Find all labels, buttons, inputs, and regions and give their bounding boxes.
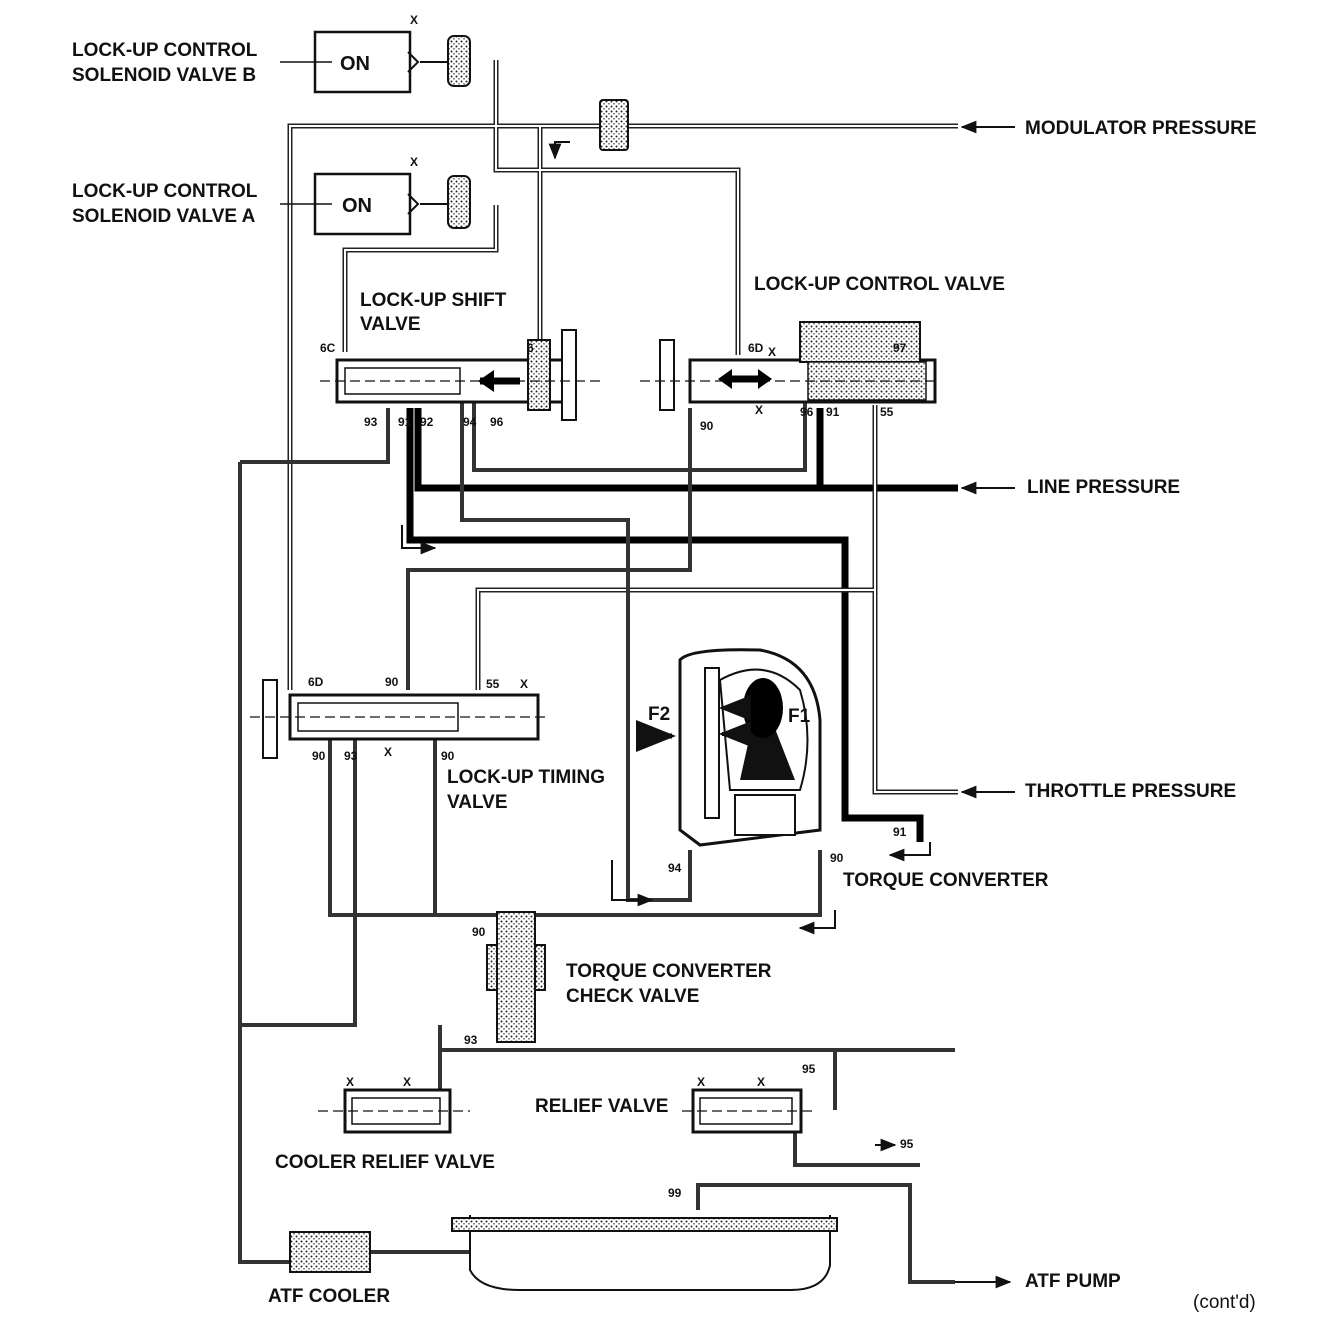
tc-check-valve-label-line2: CHECK VALVE [566, 986, 699, 1007]
relief-valve [682, 1088, 815, 1134]
line-pressure-label: LINE PRESSURE [1027, 477, 1180, 498]
port-label: 6 [527, 341, 534, 355]
exhaust-x: X [410, 13, 418, 27]
port-label: 91 [398, 415, 412, 429]
atf-cooler-label: ATF COOLER [268, 1286, 390, 1307]
lockup-control-valve [640, 321, 940, 411]
port-numbers: 6C 6 93 91 92 94 96 6D 97 90 96 91 55 6D… [308, 341, 914, 1200]
exhaust-x: X [520, 677, 528, 691]
relief-valve-label: RELIEF VALVE [535, 1096, 668, 1117]
torque-converter-check-valve [486, 911, 546, 1043]
throttle-pressure-label: THROTTLE PRESSURE [1025, 781, 1236, 802]
f2-label: F2 [648, 704, 670, 725]
exhaust-x: X [697, 1075, 705, 1089]
solenoid-valve-b [280, 30, 471, 94]
port-label: 90 [472, 925, 486, 939]
exhaust-x: X [384, 745, 392, 759]
port-label: 6C [320, 341, 336, 355]
torque-converter [636, 648, 822, 847]
solenoid-a-label-line1: LOCK-UP CONTROL [72, 181, 258, 202]
port-label: 6D [308, 675, 324, 689]
modulator-check-valve [599, 99, 629, 151]
port-label: 96 [490, 415, 504, 429]
lockup-shift-valve-label-line1: LOCK-UP SHIFT [360, 290, 507, 311]
cooler-relief-valve-label: COOLER RELIEF VALVE [275, 1152, 495, 1173]
exhaust-markers: X X X X X X X X X X [346, 13, 776, 1089]
solenoid-b-state: ON [340, 53, 370, 75]
tc-check-valve-label-line1: TORQUE CONVERTER [566, 961, 772, 982]
port-label: 97 [893, 341, 907, 355]
solenoid-valve-a [280, 172, 471, 236]
port-label: 91 [893, 825, 907, 839]
port-label: 96 [800, 405, 814, 419]
port-label: 6D [748, 341, 764, 355]
lockup-timing-valve-label-line2: VALVE [447, 792, 508, 813]
lockup-shift-valve-label-line2: VALVE [360, 314, 421, 335]
torque-converter-label: TORQUE CONVERTER [843, 870, 1049, 891]
solenoid-b-label-line1: LOCK-UP CONTROL [72, 40, 258, 61]
converter-lines [238, 400, 955, 1284]
f1-label: F1 [788, 706, 811, 727]
port-label: 92 [420, 415, 434, 429]
exhaust-x: X [346, 1075, 354, 1089]
exhaust-x: X [768, 345, 776, 359]
port-label: 93 [464, 1033, 478, 1047]
port-label: 55 [880, 405, 894, 419]
atf-reservoir [451, 1215, 838, 1291]
exhaust-x: X [757, 1075, 765, 1089]
port-label: 95 [900, 1137, 914, 1151]
exhaust-x: X [403, 1075, 411, 1089]
lockup-timing-valve-label-line1: LOCK-UP TIMING [447, 767, 605, 788]
solenoid-b-label-line2: SOLENOID VALVE B [72, 65, 256, 86]
port-label: 91 [826, 405, 840, 419]
atf-pump-label: ATF PUMP [1025, 1271, 1121, 1292]
line-pressure-line [406, 408, 958, 842]
port-label: 90 [312, 749, 326, 763]
port-label: 94 [463, 415, 477, 429]
lockup-timing-valve [250, 679, 545, 759]
solenoid-a-label-line2: SOLENOID VALVE A [72, 206, 256, 227]
port-label: 90 [830, 851, 844, 865]
port-label: 90 [700, 419, 714, 433]
port-label: 93 [364, 415, 378, 429]
port-label: 90 [385, 675, 399, 689]
solenoid-a-state: ON [342, 195, 372, 217]
contd-label: (cont'd) [1193, 1292, 1256, 1313]
port-label: 94 [668, 861, 682, 875]
port-label: 99 [668, 1186, 682, 1200]
exhaust-x: X [410, 155, 418, 169]
lockup-control-valve-label: LOCK-UP CONTROL VALVE [754, 274, 1005, 295]
port-label: 93 [344, 749, 358, 763]
port-label: 55 [486, 677, 500, 691]
cooler-relief-valve [318, 1088, 470, 1134]
port-label: 95 [802, 1062, 816, 1076]
port-label: 90 [441, 749, 455, 763]
source-arrows [401, 120, 1015, 1289]
exhaust-x: X [755, 403, 763, 417]
modulator-pressure-label: MODULATOR PRESSURE [1025, 118, 1257, 139]
lockup-shift-valve [320, 329, 600, 421]
atf-cooler [289, 1231, 371, 1273]
